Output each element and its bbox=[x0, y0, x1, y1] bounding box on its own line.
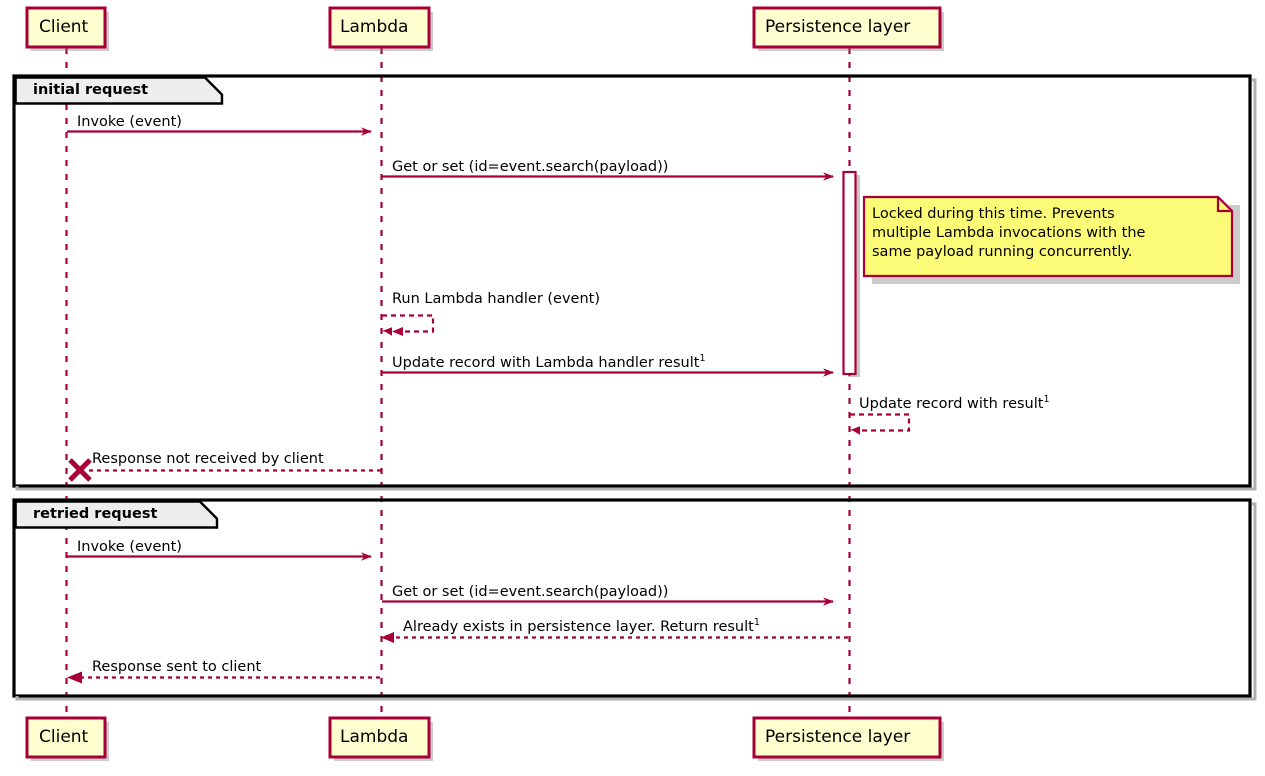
message-label-run-lambda-handler: Run Lambda handler (event) bbox=[392, 291, 601, 307]
participant-box-lambda-bottom[interactable] bbox=[328, 716, 433, 761]
message-label-update-record-handler-result: Update record with Lambda handler result… bbox=[392, 353, 706, 371]
participant-label-lambda-bottom: Lambda bbox=[340, 727, 409, 747]
message-update-record-with-result bbox=[849, 413, 911, 435]
message-label-update-record-handler-result-text: Update record with Lambda handler result bbox=[392, 355, 700, 371]
message-label-response-sent: Response sent to client bbox=[92, 659, 262, 675]
frame-label-retried-request: retried request bbox=[33, 506, 158, 522]
message-label-invoke-event-2: Invoke (event) bbox=[77, 539, 182, 555]
message-run-lambda-handler bbox=[381, 314, 435, 336]
message-label-invoke-event-1: Invoke (event) bbox=[77, 114, 182, 130]
message-label-update-record-with-result: Update record with result1 bbox=[859, 394, 1050, 412]
message-label-get-or-set-1: Get or set (id=event.search(payload)) bbox=[392, 159, 669, 175]
message-label-already-exists-text: Already exists in persistence layer. Ret… bbox=[403, 619, 754, 635]
message-label-response-not-received: Response not received by client bbox=[92, 451, 324, 467]
message-label-already-exists-superscript: 1 bbox=[753, 617, 760, 629]
message-label-get-or-set-2: Get or set (id=event.search(payload)) bbox=[392, 584, 669, 600]
participant-box-lambda-top[interactable] bbox=[328, 6, 433, 51]
frame-initial-request bbox=[12, 74, 1257, 491]
message-response-not-received bbox=[68, 458, 381, 482]
participant-label-lambda-top: Lambda bbox=[340, 17, 409, 37]
message-label-update-record-with-result-superscript: 1 bbox=[1043, 394, 1050, 406]
note-text-lock-note: Locked during this time. Prevents multip… bbox=[872, 206, 1146, 260]
message-response-sent bbox=[67, 671, 380, 684]
participant-label-client-bottom: Client bbox=[39, 727, 89, 747]
message-already-exists bbox=[381, 632, 848, 643]
participant-box-client-bottom[interactable] bbox=[25, 716, 109, 761]
message-label-update-record-handler-result-superscript: 1 bbox=[699, 353, 706, 365]
message-label-already-exists: Already exists in persistence layer. Ret… bbox=[403, 617, 760, 635]
note-lock-note bbox=[862, 195, 1240, 284]
participant-box-persistence-bottom[interactable] bbox=[752, 716, 944, 761]
participant-label-client-top: Client bbox=[39, 17, 89, 37]
participant-box-persistence-top[interactable] bbox=[752, 6, 944, 51]
activation-bar-persistence bbox=[842, 170, 860, 377]
participant-label-persistence-top: Persistence layer bbox=[765, 17, 911, 37]
participant-label-persistence-bottom: Persistence layer bbox=[765, 727, 911, 747]
message-label-update-record-with-result-text: Update record with result bbox=[859, 396, 1044, 412]
frame-label-initial-request: initial request bbox=[33, 82, 149, 98]
participant-box-client-top[interactable] bbox=[25, 6, 109, 51]
frame-retried-request bbox=[12, 498, 1257, 701]
